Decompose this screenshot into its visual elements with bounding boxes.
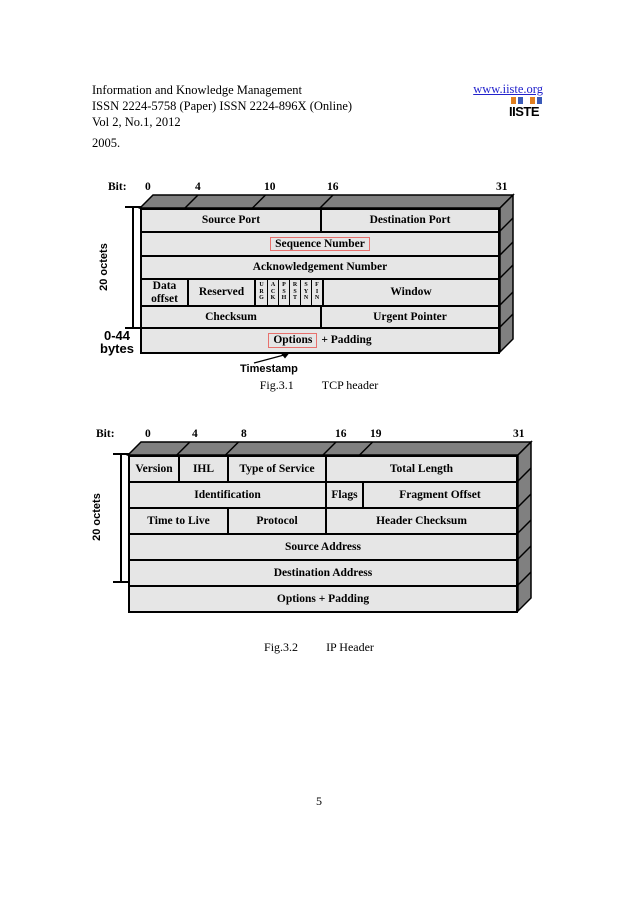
ip-bit-label: Bit: xyxy=(96,428,115,440)
table-row: Acknowledgement Number xyxy=(140,255,500,280)
tcp-bit-tick-16: 16 xyxy=(327,181,339,193)
ip-field-type-of-service: Type of Service xyxy=(227,457,325,481)
ip-bit-tick-19: 19 xyxy=(370,428,382,440)
tcp-octets-bracket xyxy=(125,206,141,329)
tcp-flag-psh: PSH xyxy=(278,280,289,305)
tcp-field-sequence-number: Sequence Number xyxy=(142,233,498,255)
tcp-flag-ack: ACK xyxy=(267,280,278,305)
ip-field-total-length: Total Length xyxy=(325,457,516,481)
tcp-field-data-offset: Data offset xyxy=(151,280,178,305)
ip-header-table: Version IHL Type of Service Total Length… xyxy=(128,455,518,613)
tcp-bit-tick-31: 31 xyxy=(496,181,508,193)
tcp-bit-tick-10: 10 xyxy=(264,181,276,193)
tcp-header-table: Source Port Destination Port Sequence Nu… xyxy=(140,208,500,354)
figure-number: Fig.3.2 xyxy=(264,640,299,654)
table-row: Source Address xyxy=(128,533,518,561)
table-row: Options + Padding xyxy=(128,585,518,613)
ip-field-header-checksum: Header Checksum xyxy=(325,509,516,533)
table-row: Sequence Number xyxy=(140,231,500,257)
table-row: Time to Live Protocol Header Checksum xyxy=(128,507,518,535)
ip-field-options-padding: Options + Padding xyxy=(276,592,370,605)
tcp-figure-caption: Fig.3.1 TCP header xyxy=(0,378,638,393)
ip-field-protocol: Protocol xyxy=(227,509,325,533)
tcp-bit-tick-4: 4 xyxy=(195,181,201,193)
timestamp-annotation: Timestamp xyxy=(240,363,298,375)
tcp-field-window: Window xyxy=(322,280,498,305)
website-link[interactable]: www.iiste.org xyxy=(473,82,543,96)
ip-field-fragment-offset: Fragment Offset xyxy=(362,483,516,507)
ip-bit-tick-0: 0 xyxy=(145,428,151,440)
iiste-logo: IISTE xyxy=(509,97,542,119)
ip-field-ttl: Time to Live xyxy=(147,514,210,527)
table-row: Destination Address xyxy=(128,559,518,587)
tcp-flag-urg: URG xyxy=(259,282,264,301)
ip-bit-tick-16: 16 xyxy=(335,428,347,440)
sequence-number-highlight: Sequence Number xyxy=(270,236,370,252)
figure-title: IP Header xyxy=(326,640,374,654)
table-row: Options + Padding xyxy=(140,327,500,354)
journal-header: Information and Knowledge Management ISS… xyxy=(92,82,352,130)
figure-title: TCP header xyxy=(321,378,379,392)
tcp-field-urgent-pointer: Urgent Pointer xyxy=(320,307,498,327)
options-highlight: Options xyxy=(268,333,318,348)
tcp-options-size-label: 0-44 bytes xyxy=(100,328,134,356)
table-row: Version IHL Type of Service Total Length xyxy=(128,455,518,483)
tcp-field-checksum: Checksum xyxy=(205,310,257,323)
ip-field-destination-address: Destination Address xyxy=(273,566,373,579)
tcp-flag-fin: FIN xyxy=(311,280,322,305)
tcp-octets-label: 20 octets xyxy=(98,243,110,291)
volume-line: Vol 2, No.1, 2012 xyxy=(92,115,181,129)
logo-wordmark: IISTE xyxy=(509,104,540,119)
ip-bit-tick-4: 4 xyxy=(192,428,198,440)
table-row: Identification Flags Fragment Offset xyxy=(128,481,518,509)
ip-octets-label: 20 octets xyxy=(91,493,103,541)
tcp-bit-label: Bit: xyxy=(108,181,127,193)
logo-blocks-icon xyxy=(511,97,542,104)
table-row: Source Port Destination Port xyxy=(140,208,500,233)
ip-field-flags: Flags xyxy=(325,483,362,507)
tcp-field-destination-port: Destination Port xyxy=(320,210,498,231)
tcp-flag-rst: RST xyxy=(289,280,300,305)
issn-line: ISSN 2224-5758 (Paper) ISSN 2224-896X (O… xyxy=(92,99,353,113)
ip-octets-bracket xyxy=(113,453,129,583)
tcp-bit-tick-0: 0 xyxy=(145,181,151,193)
table-row: Checksum Urgent Pointer xyxy=(140,305,500,329)
journal-title: Information and Knowledge Management xyxy=(92,83,303,97)
tcp-field-reserved: Reserved xyxy=(187,280,254,305)
ip-figure-caption: Fig.3.2 IP Header xyxy=(0,640,638,655)
ip-field-version: Version xyxy=(135,462,173,475)
figure-number: Fig.3.1 xyxy=(259,378,294,392)
tcp-field-source-port: Source Port xyxy=(201,214,261,227)
tcp-flag-syn: SYN xyxy=(300,280,311,305)
ip-bit-tick-31: 31 xyxy=(513,428,525,440)
table-row: Data offset Reserved URG ACK PSH RST SYN… xyxy=(140,278,500,307)
ip-field-identification: Identification xyxy=(194,488,261,501)
body-text-fragment: 2005. xyxy=(92,136,121,150)
tcp-field-ack-number: Acknowledgement Number xyxy=(252,261,388,274)
ip-field-ihl: IHL xyxy=(178,457,227,481)
page-number: 5 xyxy=(316,794,322,808)
padding-label: + Padding xyxy=(321,334,372,347)
tcp-field-options-padding: Options + Padding xyxy=(142,329,498,352)
ip-field-source-address: Source Address xyxy=(285,540,361,553)
tcp-flag-group: URG ACK PSH RST SYN FIN xyxy=(254,280,322,305)
ip-bit-tick-8: 8 xyxy=(241,428,247,440)
